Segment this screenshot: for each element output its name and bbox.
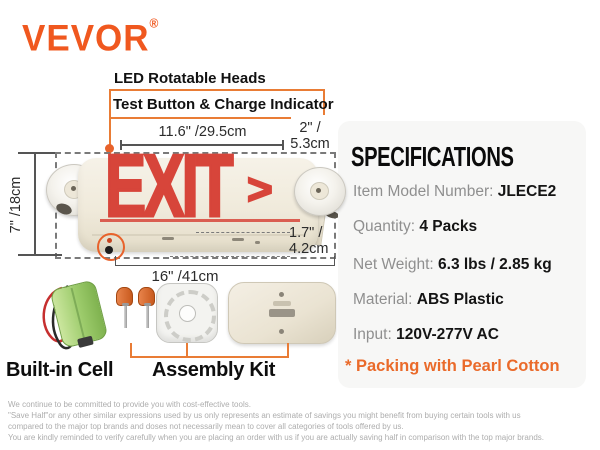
mounting-plate-center-hole — [179, 305, 196, 322]
screw — [122, 303, 129, 328]
dim-head-width-line2: 5.3cm — [290, 136, 330, 152]
label-assembly-kit: Assembly Kit — [152, 359, 276, 381]
registered-mark-icon: ® — [149, 16, 159, 31]
dim-height-tick-top — [18, 152, 55, 154]
callout-junction-dot — [105, 144, 114, 153]
footer-line: compared to the major top brands and dos… — [8, 422, 404, 431]
screw — [144, 303, 151, 328]
spec-label: Item Model Number: — [353, 183, 498, 200]
dim-top-line — [120, 144, 283, 146]
exit-sign-text: EXIT — [104, 136, 235, 235]
spec-value: 6.3 lbs / 2.85 kg — [438, 256, 552, 273]
label-test-button: Test Button & Charge Indicator — [113, 96, 334, 113]
spec-value: JLECE2 — [497, 183, 557, 200]
dim-depth-line2: 4.2cm — [289, 240, 329, 257]
spec-label: Material: — [353, 291, 417, 308]
spec-value: ABS Plastic — [416, 291, 504, 308]
sign-vent-slot — [232, 238, 244, 241]
dim-top-width: 11.6" /29.5cm — [158, 124, 247, 140]
led-head-left-bulb — [71, 186, 76, 191]
sign-seam-line — [92, 234, 304, 236]
spec-label: Quantity: — [353, 218, 420, 235]
test-button-dot — [105, 246, 113, 254]
spec-row-model: Item Model Number: JLECE2 — [353, 183, 556, 201]
assembly-kit-bracket — [130, 343, 289, 358]
dim-height-tick-bottom — [18, 254, 62, 256]
back-plate-screw — [279, 292, 284, 297]
dim-depth: 1.7" / 4.2cm — [289, 225, 329, 257]
spec-row-weight: Net Weight: 6.3 lbs / 2.85 kg — [353, 256, 552, 274]
sign-red-edge — [100, 219, 300, 222]
charge-indicator-dot — [107, 238, 112, 243]
spec-label: Input: — [353, 326, 397, 343]
packing-note: * Packing with Pearl Cotton — [345, 357, 560, 375]
dim-head-width: 2" / 5.3cm — [285, 120, 335, 152]
back-plate — [228, 282, 336, 344]
spec-value: 4 Packs — [419, 218, 478, 235]
led-head-right-bulb — [316, 188, 321, 193]
assembly-kit-bracket-mid-tick — [186, 343, 188, 356]
spec-row-quantity: Quantity: 4 Packs — [353, 218, 477, 236]
dim-bottom-width: 16" /41cm — [151, 268, 219, 285]
spec-row-material: Material: ABS Plastic — [353, 291, 504, 309]
dim-depth-line-bottom — [170, 256, 290, 257]
brand-name: VEVOR — [22, 18, 150, 60]
dim-depth-line1: 1.7" / — [289, 225, 323, 241]
spec-value: 120V-277V AC — [396, 326, 499, 343]
dim-height: 7" /18cm — [8, 176, 24, 234]
dim-top-tick-left — [120, 140, 122, 150]
specifications-card: SPECIFICATIONS Item Model Number: JLECE2… — [338, 121, 586, 388]
dim-bottom-bracket — [115, 256, 335, 266]
dim-height-line — [34, 152, 36, 255]
dim-top-tick-right — [282, 140, 284, 150]
back-plate-slot — [273, 301, 291, 306]
spec-label: Net Weight: — [353, 256, 439, 273]
footer-line: You are kindly reminded to verify carefu… — [8, 433, 544, 442]
callout-line-bottom — [109, 117, 291, 119]
label-built-in-cell: Built-in Cell — [6, 359, 114, 381]
specifications-title: SPECIFICATIONS — [351, 141, 514, 172]
footer-disclaimer: We continue to be committed to provide y… — [8, 399, 596, 443]
dim-depth-line-top — [196, 232, 290, 233]
mounting-plate — [156, 283, 218, 343]
spec-row-input: Input: 120V-277V AC — [353, 326, 499, 344]
dim-head-width-line1: 2" / — [299, 120, 321, 136]
back-plate-screw — [279, 329, 284, 334]
callout-line-top — [109, 89, 325, 91]
vevor-logo: VEVOR® — [22, 16, 158, 60]
footer-line: We continue to be committed to provide y… — [8, 400, 251, 409]
mounting-plate-ring — [164, 290, 216, 342]
back-plate-knockout — [269, 309, 295, 317]
callout-line-right-drop — [323, 89, 325, 115]
sign-vent-slot — [162, 237, 174, 240]
label-led-rotatable-heads: LED Rotatable Heads — [114, 70, 266, 87]
sign-vent-slot — [255, 241, 260, 244]
test-button-highlight-circle — [97, 233, 125, 261]
footer-line: "Save Half"or any other similar expressi… — [8, 411, 521, 420]
exit-arrow-icon: > — [246, 165, 274, 214]
